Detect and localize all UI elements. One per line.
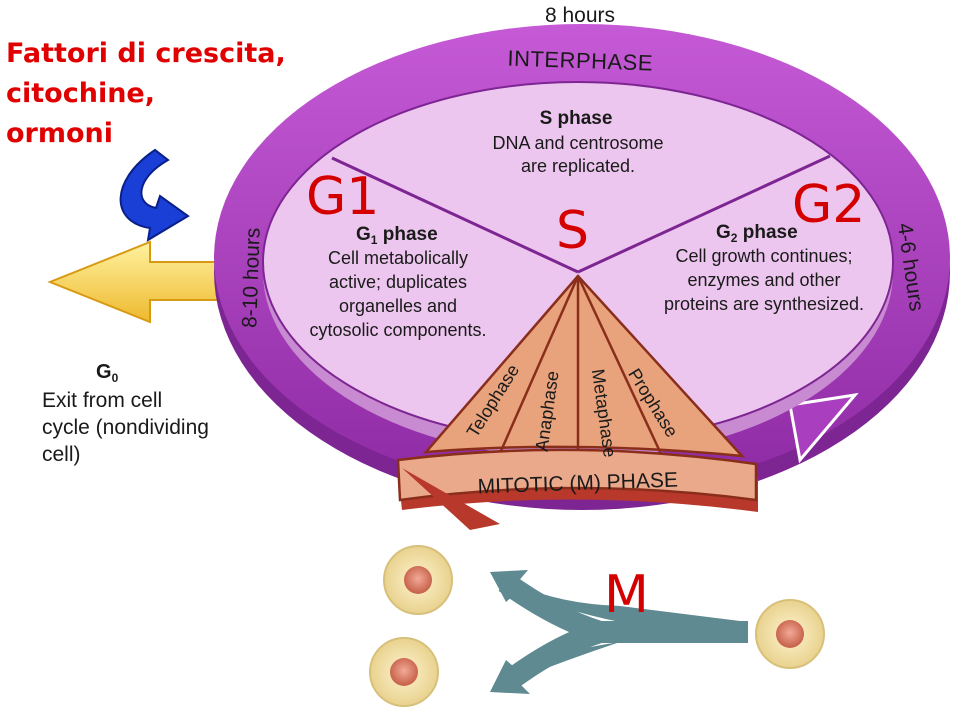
g2-phase-title: G2 phase: [716, 222, 798, 245]
g0-title: G0: [96, 361, 119, 385]
big-label-g2: G2: [792, 175, 865, 235]
daughter-cell-bottom: [369, 637, 439, 707]
stimulus-line-3: ormoni: [6, 118, 113, 149]
s-phase-line-1: DNA and centrosome: [492, 133, 663, 153]
s-phase-line-2: are replicated.: [521, 156, 635, 176]
g1-phase-title: G1 phase: [356, 224, 438, 247]
g0-line-2: cycle (nondividing: [42, 416, 209, 439]
big-label-s: S: [556, 201, 589, 261]
g1-phase-line-4: cytosolic components.: [309, 320, 486, 340]
big-label-g1: G1: [306, 167, 379, 227]
inner-disk: [262, 81, 894, 458]
g1-duration-label: 8-10 hours: [238, 227, 264, 328]
s-duration-label: 8 hours: [545, 4, 615, 27]
mitotic-fan: [396, 274, 758, 530]
s-phase-title: S phase: [540, 108, 613, 129]
stimulus-arrow-icon: [119, 148, 190, 242]
parent-cell: [755, 599, 825, 669]
g0-line-1: Exit from cell: [42, 389, 162, 412]
g2-phase-line-3: proteins are synthesized.: [664, 294, 864, 314]
stimulus-line-2: citochine,: [6, 78, 155, 109]
interphase-label: INTERPHASE: [507, 45, 653, 75]
big-label-m: M: [604, 565, 649, 625]
g1-phase-line-1: Cell metabolically: [328, 248, 468, 268]
g0-line-3: cell): [42, 443, 81, 466]
cytokinesis-arrow: [490, 570, 748, 694]
daughter-cell-top: [383, 545, 453, 615]
g1-phase-line-2: active; duplicates: [329, 272, 467, 292]
g2-phase-line-2: enzymes and other: [687, 270, 840, 290]
g0-exit-arrow: [47, 240, 229, 324]
divider-s-g2: [577, 154, 831, 274]
g2-phase-line-1: Cell growth continues;: [675, 246, 852, 266]
g1-phase-line-3: organelles and: [339, 296, 457, 316]
stimulus-line-1: Fattori di crescita,: [6, 38, 286, 69]
divider-g1-s: [331, 156, 579, 274]
